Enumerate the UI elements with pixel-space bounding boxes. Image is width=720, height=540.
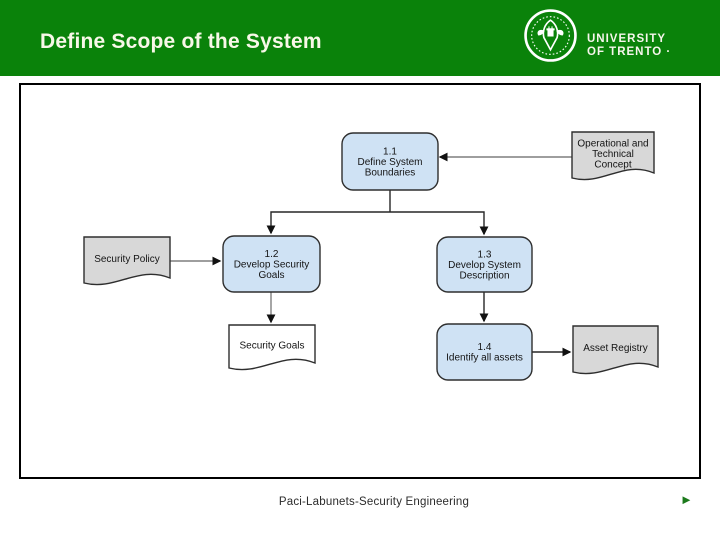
process-shape — [341, 132, 439, 191]
node-label-doc-asset-registry: Asset Registry — [583, 343, 647, 354]
slide-title: Define Scope of the System — [40, 30, 322, 53]
node-doc-security-goals: Security Goals — [228, 324, 316, 371]
node-doc-asset-registry: Asset Registry — [572, 325, 659, 375]
university-name-line1: UNIVERSITY — [587, 33, 667, 45]
footer-credit: Paci-Labunets-Security Engineering — [278, 496, 470, 508]
process-shape — [222, 235, 321, 293]
node-doc-security-policy: Security Policy — [83, 236, 171, 286]
university-name: UNIVERSITY OF TRENTO · — [587, 8, 671, 58]
edge-1-1-to-1-3 — [390, 211, 489, 236]
document-shape — [571, 131, 655, 181]
process-shape — [436, 236, 533, 293]
next-slide-arrow-icon[interactable]: ► — [680, 492, 693, 507]
document-shape — [83, 236, 171, 286]
edges-layer — [170, 152, 572, 357]
header-band — [0, 0, 720, 76]
university-logo: UNIVERSITY OF TRENTO · — [523, 8, 671, 63]
document-shape — [572, 325, 659, 375]
node-label-doc-security-policy: Security Policy — [94, 254, 160, 265]
document-shape — [228, 324, 316, 371]
node-label-doc-security-goals: Security Goals — [239, 340, 304, 351]
university-name-line2: OF TRENTO · — [587, 45, 672, 58]
university-seal-icon — [524, 9, 577, 62]
edge-1-1-to-1-2 — [266, 211, 390, 235]
process-shape — [436, 323, 533, 381]
